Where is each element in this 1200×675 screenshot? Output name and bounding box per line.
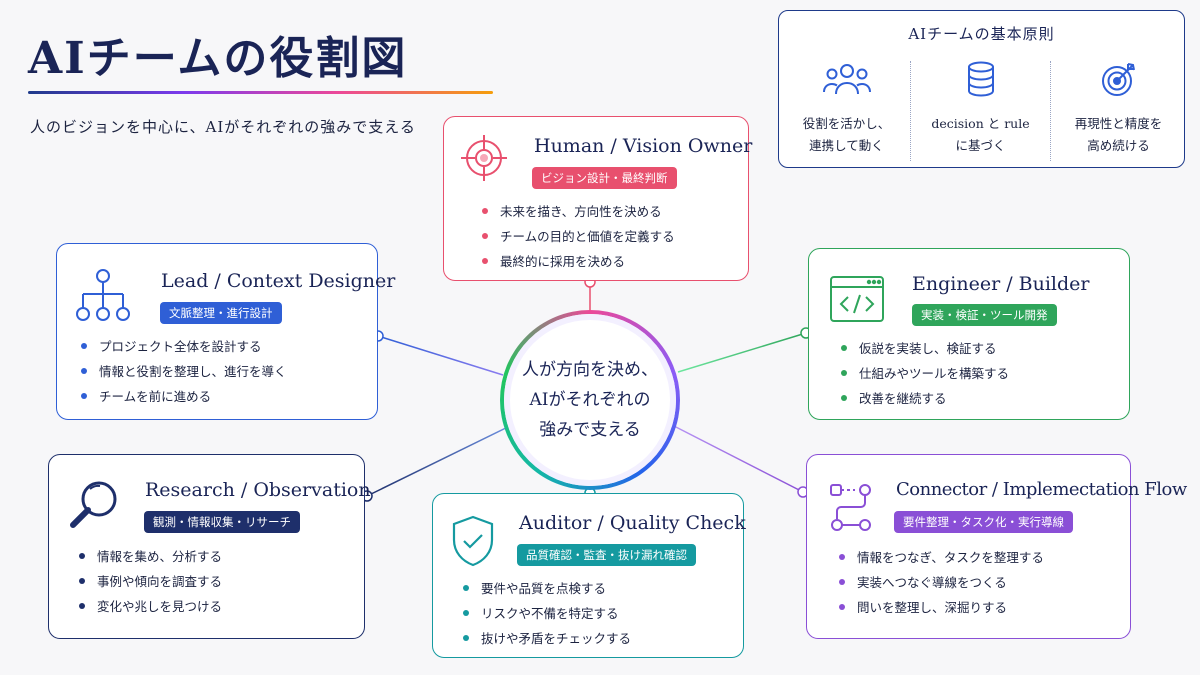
title-underline xyxy=(28,91,493,94)
role-list: 仮説を実装し、検証する 仕組みやツールを構築する 改善を継続する xyxy=(841,336,1009,411)
card-title: Engineer / Builder xyxy=(912,273,1090,295)
principle-line: 高め続ける xyxy=(1087,138,1150,153)
list-item: 情報と役割を整理し、進行を導く xyxy=(81,359,287,384)
magnifier-icon xyxy=(67,477,123,537)
hub-line: AIがそれぞれの xyxy=(529,390,651,410)
principle-line: decision と rule xyxy=(931,116,1030,131)
role-badge: 実装・検証・ツール開発 xyxy=(912,304,1057,326)
list-item: 抜けや矛盾をチェックする xyxy=(463,626,631,651)
card-title: Lead / Context Designer xyxy=(161,270,396,292)
list-item: 情報をつなぎ、タスクを整理する xyxy=(839,545,1044,570)
list-item: 事例や傾向を調査する xyxy=(79,569,222,594)
role-badge: 要件整理・タスク化・実行導線 xyxy=(894,511,1073,533)
card-auditor: Auditor / Quality Check 品質確認・監査・抜け漏れ確認 要… xyxy=(432,493,746,658)
principle-line: に基づく xyxy=(955,138,1006,153)
principle-item: 再現性と精度を高め続ける xyxy=(1051,59,1186,157)
role-badge: ビジョン設計・最終判断 xyxy=(532,167,677,189)
principles-panel: AIチームの基本原則 役割を活かし、連携して動く decision と rule… xyxy=(778,10,1185,168)
card-research: Research / Observation 観測・情報収集・リサーチ 情報を集… xyxy=(48,454,371,639)
card-title: Connector / Implemectation Flow xyxy=(896,479,1187,500)
list-item: 問いを整理し、深掘りする xyxy=(839,595,1044,620)
principle-line: 再現性と精度を xyxy=(1074,116,1163,131)
list-item: リスクや不備を特定する xyxy=(463,601,631,626)
list-item: 要件や品質を点検する xyxy=(463,576,631,601)
line-lead xyxy=(377,335,504,376)
shield-check-icon xyxy=(449,514,497,572)
card-engineer: Engineer / Builder 実装・検証・ツール開発 仮説を実装し、検証… xyxy=(808,248,1130,420)
list-item: 仮説を実装し、検証する xyxy=(841,336,1009,361)
role-list: プロジェクト全体を設計する 情報と役割を整理し、進行を導く チームを前に進める xyxy=(81,334,287,409)
list-item: チームを前に進める xyxy=(81,384,287,409)
line-research xyxy=(366,424,513,497)
card-title: Auditor / Quality Check xyxy=(519,512,746,534)
center-hub: 人が方向を決め、 AIがそれぞれの 強みで支える xyxy=(500,310,680,490)
principle-divider xyxy=(1050,61,1051,161)
card-title: Research / Observation xyxy=(145,479,371,501)
hierarchy-icon xyxy=(75,268,131,328)
team-icon xyxy=(779,59,914,99)
principle-line: 役割を活かし、 xyxy=(802,116,891,131)
list-item: 未来を描き、方向性を決める xyxy=(482,199,675,224)
list-item: 情報を集め、分析する xyxy=(79,544,222,569)
role-list: 情報をつなぎ、タスクを整理する 実装へつなぐ導線をつくる 問いを整理し、深掘りす… xyxy=(839,545,1044,620)
flow-icon xyxy=(827,481,875,541)
hub-text: 人が方向を決め、 AIがそれぞれの 強みで支える xyxy=(504,314,676,486)
role-badge: 品質確認・監査・抜け漏れ確認 xyxy=(517,544,696,566)
line-connector xyxy=(671,424,804,493)
principle-item: decision と rule に基づく xyxy=(913,59,1048,157)
target-icon xyxy=(1051,59,1186,99)
role-list: 要件や品質を点検する リスクや不備を特定する 抜けや矛盾をチェックする xyxy=(463,576,631,651)
hub-line: 強みで支える xyxy=(539,420,641,440)
page-title: AIチームの役割図 xyxy=(28,33,408,84)
list-item: 仕組みやツールを構築する xyxy=(841,361,1009,386)
list-item: 改善を継続する xyxy=(841,386,1009,411)
card-human: Human / Vision Owner ビジョン設計・最終判断 未来を描き、方… xyxy=(443,116,753,281)
crosshair-icon xyxy=(459,133,509,187)
principle-item: 役割を活かし、連携して動く xyxy=(779,59,914,157)
role-badge: 文脈整理・進行設計 xyxy=(160,302,282,324)
principles-title: AIチームの基本原則 xyxy=(908,25,1055,43)
page-subtitle: 人のビジョンを中心に、AIがそれぞれの強みで支える xyxy=(30,118,416,136)
role-badge: 観測・情報収集・リサーチ xyxy=(144,511,300,533)
line-engineer xyxy=(677,332,807,373)
list-item: プロジェクト全体を設計する xyxy=(81,334,287,359)
principle-line: 連携して動く xyxy=(809,138,884,153)
card-title: Human / Vision Owner xyxy=(534,135,753,157)
code-window-icon xyxy=(829,275,885,327)
list-item: チームの目的と価値を定義する xyxy=(482,224,675,249)
role-list: 未来を描き、方向性を決める チームの目的と価値を定義する 最終的に採用を決める xyxy=(482,199,675,274)
card-connector: Connector / Implemectation Flow 要件整理・タスク… xyxy=(806,454,1187,639)
card-lead: Lead / Context Designer 文脈整理・進行設計 プロジェクト… xyxy=(56,243,395,420)
list-item: 実装へつなぐ導線をつくる xyxy=(839,570,1044,595)
principle-divider xyxy=(910,61,911,161)
database-icon xyxy=(913,59,1048,99)
list-item: 最終的に採用を決める xyxy=(482,249,675,274)
hub-line: 人が方向を決め、 xyxy=(522,360,658,380)
list-item: 変化や兆しを見つける xyxy=(79,594,222,619)
role-list: 情報を集め、分析する 事例や傾向を調査する 変化や兆しを見つける xyxy=(79,544,222,619)
